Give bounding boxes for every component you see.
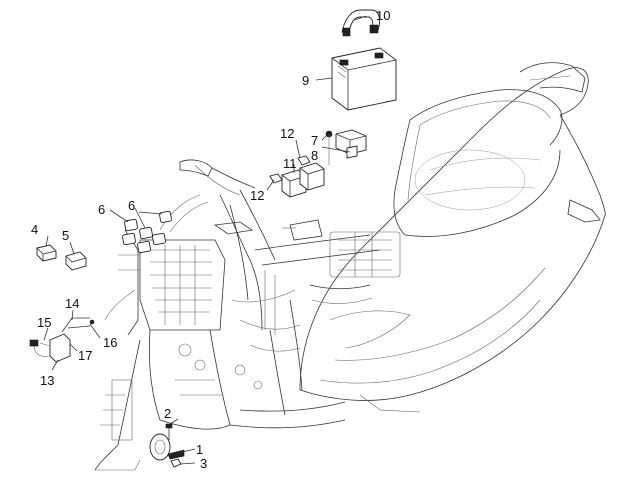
nut-upper: [297, 155, 311, 166]
relay-assembly: [325, 129, 367, 159]
fuse-pads: [122, 210, 172, 254]
callout-5: 5: [62, 228, 69, 243]
sensor-bracket: [29, 317, 95, 363]
callout-2: 2: [164, 406, 171, 421]
callout-14: 14: [65, 296, 79, 311]
callout-8: 8: [311, 148, 318, 163]
callout-15: 15: [37, 315, 51, 330]
relays: [281, 162, 325, 198]
callout-11: 11: [283, 156, 297, 171]
battery-strap: [341, 9, 381, 37]
nut-lower: [269, 173, 283, 184]
callout-1: 1: [196, 442, 203, 457]
leader-lines: [43, 15, 367, 465]
nut-horn: [170, 458, 182, 468]
callout-13: 13: [40, 373, 54, 388]
callout-12b: 12: [250, 188, 264, 203]
callout-4: 4: [31, 222, 38, 237]
callout-17: 17: [78, 348, 92, 363]
battery: [331, 47, 397, 111]
scooter-body-drawing: [94, 62, 606, 471]
horn: [149, 433, 185, 461]
connector: [65, 251, 87, 271]
fuse-block: [36, 244, 57, 262]
bolt: [165, 423, 173, 440]
callout-16: 16: [103, 335, 117, 350]
callout-labels: 1 2 3 4 5 6 6 7 8 9 10 11 12 12 13 14 15…: [31, 8, 390, 471]
callout-3: 3: [200, 456, 207, 471]
callout-12a: 12: [280, 126, 294, 141]
callout-7: 7: [311, 133, 318, 148]
callout-6b: 6: [128, 198, 135, 213]
callout-6a: 6: [98, 202, 105, 217]
callout-9: 9: [302, 73, 309, 88]
callout-10: 10: [376, 8, 390, 23]
